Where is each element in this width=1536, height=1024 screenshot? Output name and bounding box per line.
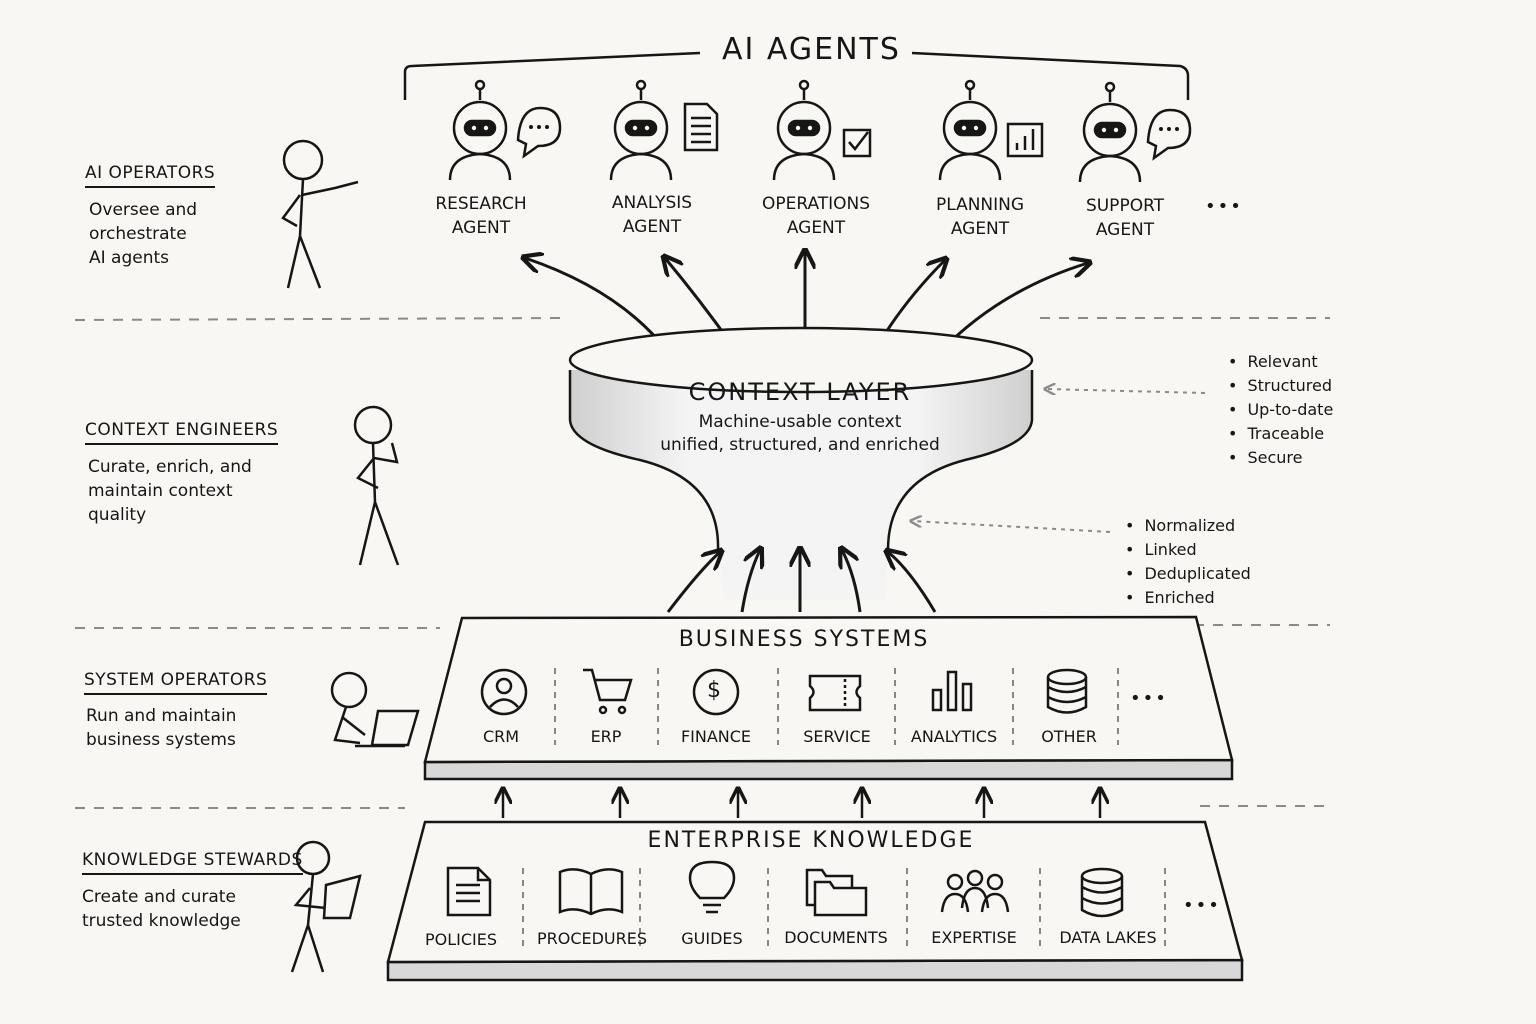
role-desc-ai-operators: Oversee and orchestrate AI agents [89, 200, 198, 268]
database-icon [1080, 867, 1124, 918]
funnel-input-arrows [666, 550, 937, 613]
knowledge-steward-figure [290, 840, 362, 973]
knowledge-label-guides: Guides [681, 929, 743, 948]
agents-bracket [403, 51, 1190, 100]
processing-item: Deduplicated [1125, 562, 1250, 586]
processing-item: Enriched [1125, 586, 1251, 610]
quality-item: Structured [1228, 374, 1333, 398]
processing-item: Linked [1125, 538, 1251, 562]
dollar-icon [692, 668, 740, 716]
robot-agent-icon [1078, 81, 1142, 183]
agent-label-analysis: Analysis Agent [611, 193, 693, 237]
book-icon [558, 868, 624, 916]
context-engineer-figure [353, 405, 400, 566]
context-layer-title: Context Layer [688, 378, 912, 406]
dollar-glyph: $ [707, 678, 721, 703]
system-label-analytics: Analytics [910, 727, 998, 746]
document-icon [683, 102, 719, 152]
knowledge-label-policies: Policies [424, 930, 498, 949]
lightbulb-icon [688, 860, 736, 914]
context-qualities-list: Relevant Structured Up-to-date Traceable… [1228, 350, 1333, 470]
agent-label-planning: Planning Agent [935, 195, 1025, 239]
system-label-crm: CRM [482, 727, 520, 746]
agent-label-research: Research Agent [435, 194, 527, 238]
context-layer-funnel [568, 326, 1034, 600]
context-layer-line1: Machine-usable context [698, 412, 902, 432]
quality-item: Up-to-date [1228, 398, 1333, 422]
role-desc-context-engineers: Curate, enrich, and maintain context qua… [88, 457, 252, 525]
user-circle-icon [480, 668, 528, 716]
speech-bubble-icon [516, 106, 562, 159]
knowledge-to-systems-arrows [503, 790, 1100, 818]
business-systems-title: Business Systems [678, 627, 930, 652]
system-operator-figure [330, 671, 420, 748]
bar-chart-icon [931, 670, 973, 712]
knowledge-label-expertise: Expertise [931, 928, 1017, 947]
quality-item: Traceable [1228, 422, 1333, 446]
more-agents-ellipsis: ••• [1205, 196, 1243, 217]
bar-chart-icon [1006, 122, 1044, 158]
agent-label-support: Support Agent [1085, 196, 1165, 240]
robot-agent-icon [448, 79, 512, 181]
knowledge-label-procedures: Procedures [536, 929, 648, 948]
system-label-finance: Finance [680, 727, 752, 746]
folder-icon [805, 868, 868, 917]
knowledge-label-data-lakes: Data Lakes [1059, 928, 1157, 947]
processing-item: Normalized [1125, 514, 1251, 538]
agent-label-operations: Operations Agent [761, 194, 871, 238]
knowledge-label-documents: Documents [784, 928, 888, 947]
quality-item: Relevant [1228, 350, 1333, 374]
people-icon [940, 869, 1010, 913]
section-separators [74, 317, 1330, 809]
role-title-system-operators: System Operators [84, 670, 268, 695]
robot-agent-icon [609, 79, 673, 181]
document-icon [446, 866, 492, 917]
enterprise-knowledge-title: Enterprise Knowledge [647, 828, 975, 853]
annotation-pointers [912, 389, 1206, 533]
ai-operator-figure [281, 139, 359, 289]
checkbox-icon [842, 128, 872, 158]
business-systems-box [423, 615, 1234, 781]
role-title-knowledge-stewards: Knowledge Stewards [82, 850, 303, 875]
cart-icon [583, 668, 633, 715]
item-dividers [522, 668, 1166, 948]
system-label-other: Other [1041, 727, 1097, 746]
more-systems-ellipsis: ••• [1130, 688, 1168, 709]
role-desc-system-operators: Run and maintain business systems [86, 706, 237, 750]
database-icon [1046, 668, 1088, 714]
role-title-ai-operators: AI operators [85, 163, 216, 188]
more-knowledge-ellipsis: ••• [1183, 895, 1221, 916]
diagram-title: AI Agents [722, 32, 901, 67]
robot-agent-icon [938, 79, 1002, 181]
robot-agent-icon [772, 79, 836, 181]
role-desc-knowledge-stewards: Create and curate trusted knowledge [82, 887, 241, 931]
context-layer-line2: unified, structured, and enriched [660, 435, 940, 455]
speech-bubble-icon [1146, 108, 1192, 161]
system-label-service: Service [803, 727, 871, 746]
quality-item: Secure [1228, 446, 1333, 470]
role-title-context-engineers: Context Engineers [85, 420, 279, 445]
ticket-icon [808, 674, 862, 712]
processing-steps-list: Normalized Linked Deduplicated Enriched [1125, 514, 1251, 610]
system-label-erp: ERP [590, 727, 622, 746]
